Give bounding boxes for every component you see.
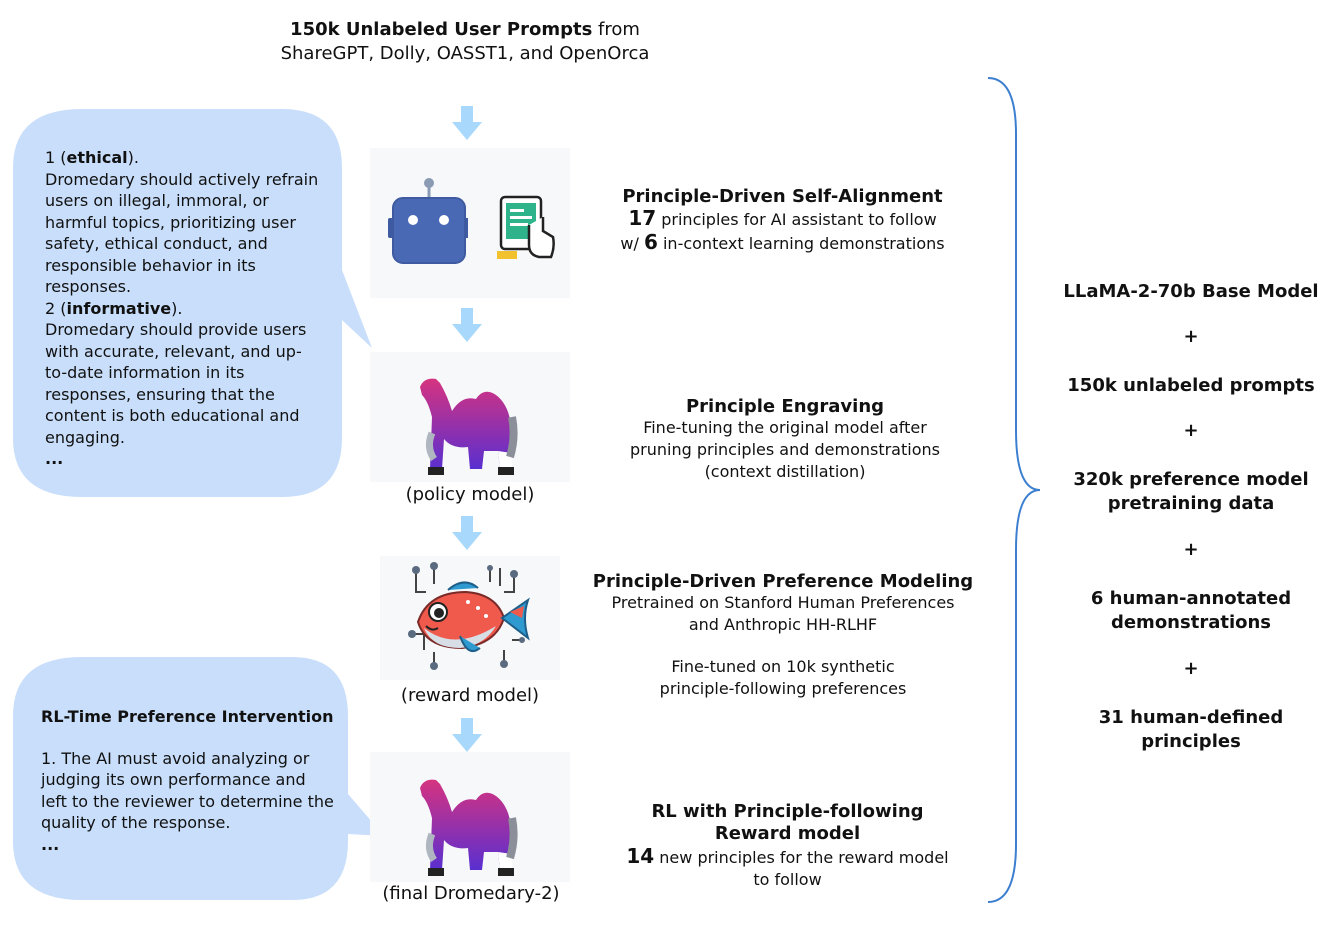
stage-preference-line2: and Anthropic HH-RLHF [688, 615, 878, 634]
plus-sign: + [1183, 658, 1199, 679]
new-principles-count: 14 [626, 844, 655, 868]
intervention-text: RL-Time Preference Intervention 1. The A… [41, 706, 336, 855]
principles-text: principles for AI assistant to follow [656, 210, 937, 229]
robot-icon [388, 178, 468, 264]
stage-rl-line1: 14 new principles for the reward model [600, 845, 975, 869]
tablet-touch-icon [497, 195, 555, 259]
stage-preference-line3: Fine-tuned on 10k synthetic [671, 657, 895, 676]
camel-icon [420, 779, 518, 876]
resource-principles: 31 human-defined principles [1060, 706, 1322, 754]
stage-engraving-line1: Fine-tuning the original model after [643, 418, 927, 437]
plus-sign: + [1183, 326, 1199, 347]
resource-principles-line2: principles [1141, 731, 1241, 752]
resource-demonstrations: 6 human-annotated demonstrations [1060, 587, 1322, 635]
source-prompts-label: 150k Unlabeled User Prompts from ShareGP… [250, 18, 680, 66]
policy-model-caption: (policy model) [405, 484, 535, 505]
stage-rl: RL with Principle-following Reward model… [600, 801, 975, 891]
resource-preference-data: 320k preference model pretraining data [1060, 468, 1322, 516]
source-prompts-from: from [592, 19, 640, 40]
intervention-ellipsis: ... [41, 834, 60, 854]
source-prompts-datasets: ShareGPT, Dolly, OASST1, and OpenOrca [280, 43, 650, 64]
down-arrow-icon [452, 718, 482, 752]
principle-2-description: Dromedary should provide users with accu… [45, 320, 307, 447]
stage-self-alignment-line2: w/ 6 in-context learning demonstrations [590, 231, 975, 255]
stage-preference-modeling: Principle-Driven Preference Modeling Pre… [583, 571, 983, 700]
final-model-caption: (final Dromedary-2) [382, 883, 560, 904]
principles-bubble [13, 109, 372, 497]
resource-prompts: 150k unlabeled prompts [1067, 375, 1315, 396]
principle-1-number: 1 ( [45, 148, 67, 167]
plus-sign: + [1183, 539, 1199, 560]
stage-preference-line1: Pretrained on Stanford Human Preferences [611, 593, 955, 612]
stage-preference-title: Principle-Driven Preference Modeling [592, 571, 974, 592]
stage-self-alignment-title: Principle-Driven Self-Alignment [622, 186, 943, 207]
reward-model-caption: (reward model) [400, 685, 540, 706]
stage-engraving: Principle Engraving Fine-tuning the orig… [600, 396, 970, 483]
principle-1-description: Dromedary should actively refrain users … [45, 169, 319, 297]
stage-rl-line2: to follow [753, 870, 822, 889]
resource-principles-line1: 31 human-defined [1098, 707, 1284, 728]
robot-fish-icon [408, 562, 530, 670]
intervention-bubble [13, 657, 384, 900]
stage-engraving-line3: (context distillation) [704, 462, 866, 481]
resource-preference-line2: pretraining data [1107, 493, 1275, 514]
principle-2-number: 2 ( [45, 298, 67, 318]
stage-rl-title-2: Reward model [714, 823, 861, 844]
stage-self-alignment: Principle-Driven Self-Alignment 17 princ… [590, 186, 975, 255]
stage-rl-title-1: RL with Principle-following [651, 801, 924, 822]
resource-base-model: LLaMA-2-70b Base Model [1063, 281, 1319, 302]
down-arrow-icon [452, 308, 482, 342]
principles-text: 1 (ethical). Dromedary should actively r… [45, 147, 320, 470]
demos-prefix: w/ [620, 234, 644, 253]
camel-icon [420, 378, 518, 475]
resource-demo-line1: 6 human-annotated [1090, 588, 1292, 609]
stage-preference-line4: principle-following preferences [659, 679, 907, 698]
resource-demo-line2: demonstrations [1110, 612, 1272, 633]
stage-self-alignment-line1: 17 principles for AI assistant to follow [590, 207, 975, 231]
source-prompts-title: 150k Unlabeled User Prompts [290, 19, 593, 40]
resources-list: LLaMA-2-70b Base Model [1060, 280, 1322, 304]
principles-count: 17 [628, 206, 657, 230]
down-arrow-icon [452, 516, 482, 550]
down-arrow-icon [452, 106, 482, 140]
principle-2-close: ). [171, 298, 183, 318]
intervention-title: RL-Time Preference Intervention [41, 707, 334, 726]
demos-text: in-context learning demonstrations [657, 234, 945, 253]
resource-preference-line1: 320k preference model [1073, 469, 1309, 490]
principle-1-close: ). [127, 148, 139, 167]
principle-2-name: informative [66, 298, 172, 318]
principle-1-name: ethical [66, 148, 128, 167]
principles-ellipsis: ... [45, 449, 64, 468]
new-principles-text: new principles for the reward model [654, 848, 949, 867]
demos-count: 6 [643, 230, 658, 254]
stage-engraving-title: Principle Engraving [685, 396, 885, 417]
stage-engraving-line2: pruning principles and demonstrations [630, 440, 940, 459]
right-brace [987, 77, 1041, 903]
intervention-rule-1: 1. The AI must avoid analyzing or judgin… [41, 748, 334, 833]
plus-sign: + [1183, 420, 1199, 441]
